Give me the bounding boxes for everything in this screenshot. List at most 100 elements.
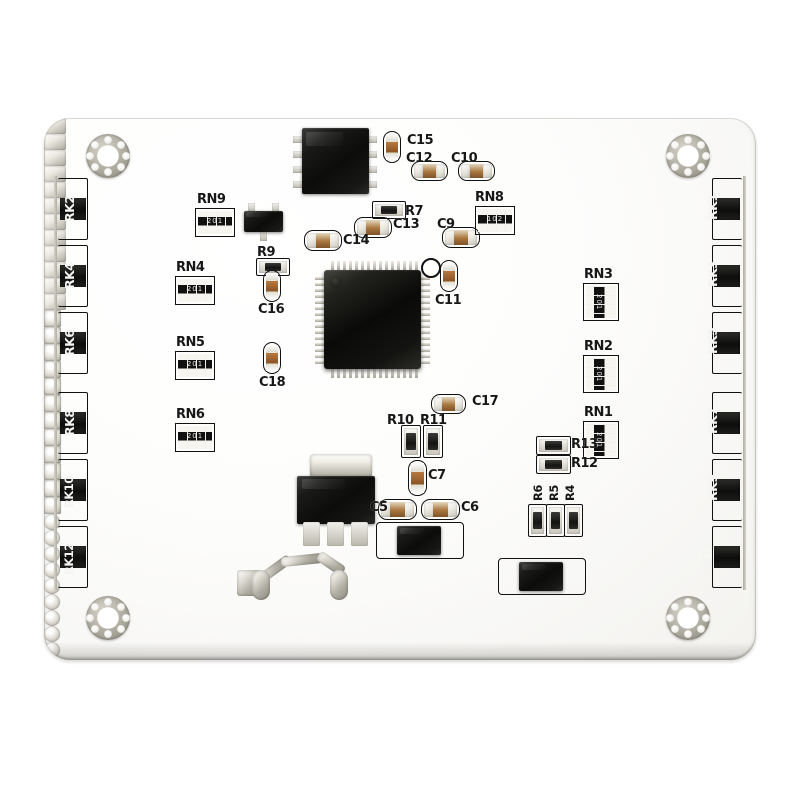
right-connector-label: RK1 [705,193,721,220]
silk-label-C5: C5 [370,500,388,515]
silk-label-R7: R7 [405,204,424,219]
mounting-hole-top-right [666,134,710,178]
silk-label-C16: C16 [258,302,285,317]
C5-outline [378,499,417,520]
R10-resistor [404,428,418,455]
silk-label-C18: C18 [259,375,286,390]
C11-capacitor [443,263,455,289]
RN9-resistor-network: 201 [195,208,235,237]
RN3-code: 201 [594,293,603,311]
RN1-code: 201 [594,431,603,449]
pcb-board: RK2 RK4 RK6 RK8 RK10 [44,118,756,660]
C16-outline [263,270,281,302]
left-connector-label: RK4 [62,262,77,289]
RN6-code: 201 [186,431,204,440]
silk-label-C13: C13 [393,217,420,232]
R12-outline [536,455,571,474]
left-connector-RK12: RK12 [44,278,756,588]
R13-resistor [539,439,568,452]
silk-label-RN6: RN6 [176,407,205,422]
silk-label-R6: R6 [531,485,545,501]
C15-capacitor [386,134,398,160]
left-connector-label: RK6 [62,329,77,356]
silk-label-RN9: RN9 [197,192,226,207]
right-connector-label: RK7 [705,407,721,434]
silk-label-RN4: RN4 [176,260,205,275]
C5-capacitor [381,502,414,517]
left-edge-rail [54,176,57,590]
C9-outline [442,227,480,248]
R5-resistor [549,507,562,534]
RN2-resistor-network: 201 [583,355,619,393]
mounting-hole-top-left [86,134,130,178]
mcu-qfp-package [315,261,430,378]
R11-resistor [426,428,440,455]
left-connector-label: RK10 [62,476,76,508]
right-connector-label: RK9 [705,474,721,501]
left-connector-RK8: RK8 [44,214,756,454]
silk-label-RN3: RN3 [584,267,613,282]
C10-outline [458,161,495,181]
silk-label-R12: R12 [571,456,598,471]
silk-label-RN1: RN1 [584,405,613,420]
silk-label-C9: C9 [437,217,455,232]
R6-resistor [531,507,544,534]
RN4-code: 201 [186,284,204,293]
C7-capacitor [411,463,424,493]
C13-outline [354,217,392,238]
right-connector-label: RK11 [700,542,715,574]
left-connector-RK2: RK2 [44,118,756,240]
silk-label-C17: C17 [472,394,499,409]
RN3-resistor-network: 201 [583,283,619,321]
C7-outline [408,460,427,496]
RN9-code: 201 [206,216,224,225]
R12-resistor [539,458,568,471]
R11-outline [423,425,443,458]
left-connector-RK10: RK10 [44,246,756,521]
silk-label-C15: C15 [407,133,434,148]
RN4-resistor-network: 201 [175,276,215,305]
silk-label-R11: R11 [420,413,447,428]
C16-capacitor [266,273,278,299]
mounting-hole-bottom-left [86,596,130,640]
RN8-code: 102 [486,214,504,223]
C6-outline [421,499,460,520]
silk-label-C12: C12 [406,151,433,166]
C12-outline [411,161,448,181]
left-connector-label: RK2 [62,195,77,222]
silk-label-R10: R10 [387,413,414,428]
R13-outline [536,436,571,455]
RN5-code: 201 [186,359,204,368]
C11-outline [440,260,458,292]
silk-label-R9: R9 [257,245,276,260]
C14-capacitor [307,233,339,248]
R4-resistor [567,507,580,534]
R10-outline [401,425,421,458]
C12-capacitor [414,164,445,178]
crystal-resonator [310,454,372,478]
C14-outline [304,230,342,251]
RN2-code: 201 [594,365,603,383]
silk-label-RN5: RN5 [176,335,205,350]
C17-outline [431,394,466,414]
R9-resistor [259,261,287,273]
C13-capacitor [357,220,389,235]
RN5-resistor-network: 201 [175,351,215,380]
silk-label-RN8: RN8 [475,190,504,205]
silk-label-C6: C6 [461,500,479,515]
C17-capacitor [434,397,463,411]
silk-label-R4: R4 [563,485,577,501]
C18-capacitor [266,345,278,371]
RN8-resistor-network: 102 [475,206,515,235]
right-connector-label: RK3 [705,260,721,287]
silk-label-C11: C11 [435,293,462,308]
silk-label-RN2: RN2 [584,339,613,354]
silk-label-R5: R5 [547,485,561,501]
C18-outline [263,342,281,374]
left-connector-label: RK8 [62,409,77,436]
RN1-resistor-network: 201 [583,421,619,459]
R7-resistor [375,204,403,216]
silk-label-C14: C14 [343,233,370,248]
C15-outline [383,131,401,163]
